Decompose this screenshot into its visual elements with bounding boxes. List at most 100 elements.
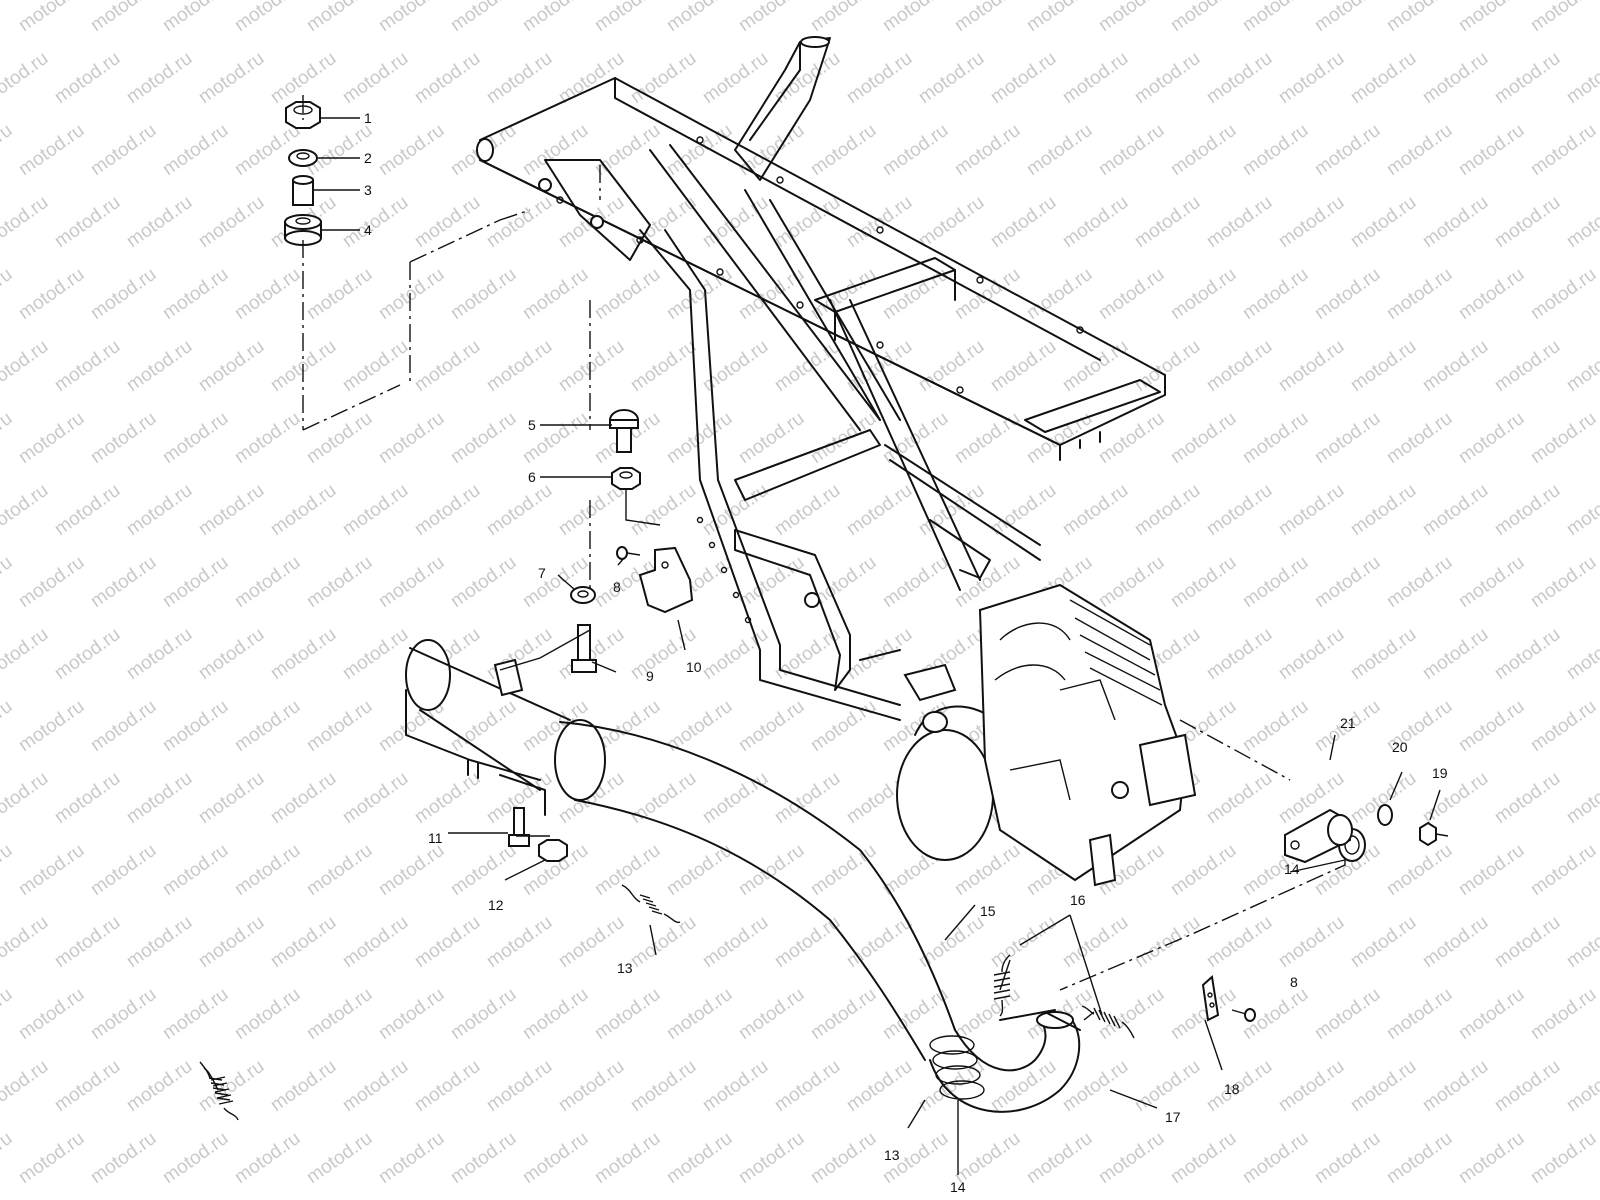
watermark-text: motod.ru [1203,48,1276,108]
watermark-text: motod.ru [123,192,196,252]
watermark-text: motod.ru [1311,0,1384,36]
watermark-text: motod.ru [87,264,160,324]
watermark-text: motod.ru [699,48,772,108]
flange-21 [1284,808,1353,864]
watermark-text: motod.ru [15,408,88,468]
watermark-text: motod.ru [339,1056,412,1116]
watermark-text: motod.ru [591,840,664,900]
watermark-text: motod.ru [1383,1128,1456,1188]
watermark-text: motod.ru [159,1128,232,1188]
callout-6: 6 [528,469,536,485]
watermark-text: motod.ru [735,408,808,468]
watermark-text: motod.ru [339,480,412,540]
watermark-text: motod.ru [1095,0,1168,36]
watermark-text: motod.ru [735,0,808,36]
watermark-text: motod.ru [159,408,232,468]
watermark-text: motod.ru [735,120,808,180]
watermark-text: motod.ru [195,480,268,540]
watermark-text: motod.ru [231,264,304,324]
watermark-text: motod.ru [1527,0,1600,36]
watermark-text: motod.ru [375,408,448,468]
watermark-text: motod.ru [1311,1128,1384,1188]
watermark-text: motod.ru [447,264,520,324]
watermark-text: motod.ru [1455,984,1528,1044]
watermark-text: motod.ru [1275,336,1348,396]
watermark-text: motod.ru [951,120,1024,180]
callout-15: 15 [980,903,996,919]
watermark-text: motod.ru [1455,120,1528,180]
watermark-text: motod.ru [375,264,448,324]
watermark-text: motod.ru [1203,768,1276,828]
watermark-text: motod.ru [879,552,952,612]
watermark-text: motod.ru [987,1056,1060,1116]
watermark-text: motod.ru [1023,1128,1096,1188]
watermark-text: motod.ru [1347,912,1420,972]
spring-16c [1083,1011,1095,1021]
callout-14b: 14 [950,1179,966,1195]
watermark-text: motod.ru [1239,552,1312,612]
watermark-text: motod.ru [15,120,88,180]
watermark-text: motod.ru [771,336,844,396]
watermark-text: motod.ru [159,696,232,756]
watermark-text: motod.ru [807,120,880,180]
watermark-text: motod.ru [87,696,160,756]
watermark-text: motod.ru [1347,336,1420,396]
watermark-text: motod.ru [1311,984,1384,1044]
watermark-text: motod.ru [159,984,232,1044]
watermark-text: motod.ru [1563,1056,1600,1116]
watermark-text: motod.ru [1491,192,1564,252]
watermark-text: motod.ru [1455,696,1528,756]
watermark-text: motod.ru [231,120,304,180]
watermark-text: motod.ru [915,912,988,972]
watermark-text: motod.ru [375,1128,448,1188]
watermark-text: motod.ru [1203,192,1276,252]
watermark-text: motod.ru [1383,840,1456,900]
watermark-text: motod.ru [1527,552,1600,612]
watermark-text: motod.ru [663,264,736,324]
callout-2: 2 [364,150,372,166]
watermark-text: motod.ru [87,552,160,612]
watermark-text: motod.ru [339,624,412,684]
watermark-text: motod.ru [483,912,556,972]
watermark-text: motod.ru [159,552,232,612]
watermark-text: motod.ru [1095,984,1168,1044]
watermark-text: motod.ru [1239,1128,1312,1188]
watermark-text: motod.ru [195,624,268,684]
watermark-text: motod.ru [1383,984,1456,1044]
watermark-text: motod.ru [1311,552,1384,612]
watermark-text: motod.ru [0,696,16,756]
watermark-text: motod.ru [1275,480,1348,540]
watermark-text: motod.ru [1527,120,1600,180]
callout-11: 11 [428,830,443,846]
watermark-text: motod.ru [447,696,520,756]
watermark-text: motod.ru [15,984,88,1044]
watermark-text: motod.ru [1491,48,1564,108]
watermark-text: motod.ru [231,984,304,1044]
watermark-text: motod.ru [1131,912,1204,972]
watermark-text: motod.ru [1095,552,1168,612]
watermark-text: motod.ru [1095,408,1168,468]
watermark-text: motod.ru [447,552,520,612]
watermark-text: motod.ru [1491,912,1564,972]
watermark-text: motod.ru [1059,480,1132,540]
watermark-text: motod.ru [879,0,952,36]
watermark-text: motod.ru [195,912,268,972]
watermark-text: motod.ru [843,1056,916,1116]
watermark-text: motod.ru [1275,912,1348,972]
callout-10: 10 [686,659,702,675]
watermark-text: motod.ru [1131,480,1204,540]
watermark-text: motod.ru [1239,696,1312,756]
watermark-text: motod.ru [699,1056,772,1116]
watermark-text: motod.ru [627,336,700,396]
tailpipe [554,719,956,1061]
callout-leaders [313,117,1441,1175]
watermark-text: motod.ru [519,1128,592,1188]
watermark-text: motod.ru [555,1056,628,1116]
watermark-text: motod.ru [1203,480,1276,540]
watermark-text: motod.ru [843,912,916,972]
watermark-text: motod.ru [1563,768,1600,828]
watermark-text: motod.ru [627,624,700,684]
watermark-text: motod.ru [303,408,376,468]
watermark-text: motod.ru [0,48,52,108]
watermark-text: motod.ru [951,984,1024,1044]
